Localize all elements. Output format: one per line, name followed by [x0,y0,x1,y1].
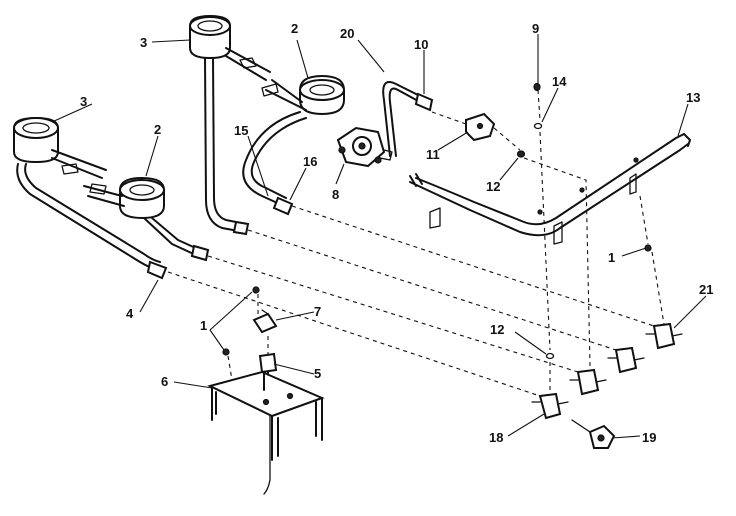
callout-19: 19 [642,430,656,445]
tee-fitting [465,112,496,142]
nut [516,150,526,158]
bracket [252,309,278,334]
callout-6: 6 [161,374,168,389]
callout-9: 9 [532,21,539,36]
callout-2: 2 [154,122,161,137]
callout-21: 21 [699,282,713,297]
burner-valve [531,392,569,420]
callout-2: 2 [291,21,298,36]
callout-7: 7 [314,304,321,319]
burner-head [189,14,271,236]
burner-valve [569,368,607,396]
callout-12: 12 [486,179,500,194]
callout-11: 11 [426,147,440,162]
callout-15: 15 [234,123,248,138]
washer [545,352,555,360]
valve-knob [571,419,616,449]
burner-valve [607,346,645,374]
callout-18: 18 [489,430,503,445]
burner-head [242,74,345,216]
screw [222,348,230,356]
callout-8: 8 [332,187,339,202]
callout-1: 1 [200,318,207,333]
callout-14: 14 [552,74,567,89]
callout-3: 3 [80,94,87,109]
leader-lines [51,34,707,439]
manifold-pipe [409,133,691,245]
callout-20: 20 [340,26,354,41]
fitting [414,92,434,112]
callout-5: 5 [314,366,321,381]
callout-16: 16 [303,154,317,169]
assembly-lines [167,89,665,397]
callout-4: 4 [126,306,134,321]
pressure-regulator [336,126,393,168]
callout-13: 13 [686,90,700,105]
spark-module-bracket [207,370,325,495]
nut [533,82,541,92]
callout-10: 10 [414,37,428,52]
callout-12: 12 [490,322,504,337]
burner-valve [645,322,683,350]
flex-tube [382,81,421,157]
burner-head [13,116,168,280]
callout-1: 1 [608,250,615,265]
screw [252,286,260,294]
callout-3: 3 [140,35,147,50]
washer [533,122,543,130]
burner-head [83,176,210,262]
